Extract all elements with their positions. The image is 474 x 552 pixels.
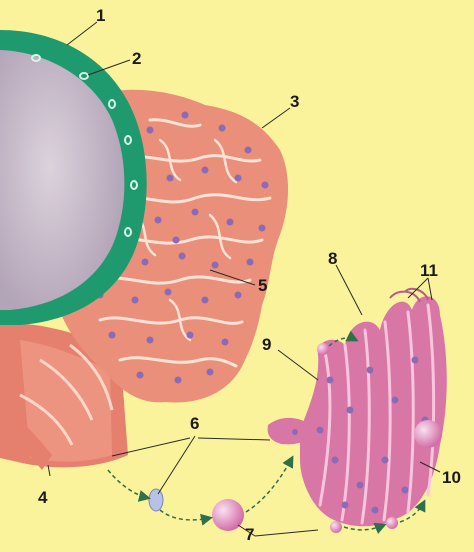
label-9: 9	[262, 335, 271, 354]
transport-vesicle-small	[386, 517, 398, 529]
label-7: 7	[245, 525, 254, 544]
golgi-vesicle	[414, 420, 442, 448]
label-10: 10	[442, 468, 461, 487]
label-11: 11	[420, 261, 438, 280]
label-2: 2	[132, 49, 141, 68]
transport-vesicle-small	[330, 521, 342, 533]
transport-vesicle-top	[317, 343, 329, 355]
transitional-vesicle	[149, 489, 163, 511]
label-5: 5	[258, 276, 267, 295]
label-4: 4	[38, 488, 48, 507]
label-8: 8	[328, 249, 337, 268]
label-3: 3	[290, 92, 299, 111]
label-1: 1	[96, 6, 105, 25]
label-6: 6	[190, 414, 199, 433]
